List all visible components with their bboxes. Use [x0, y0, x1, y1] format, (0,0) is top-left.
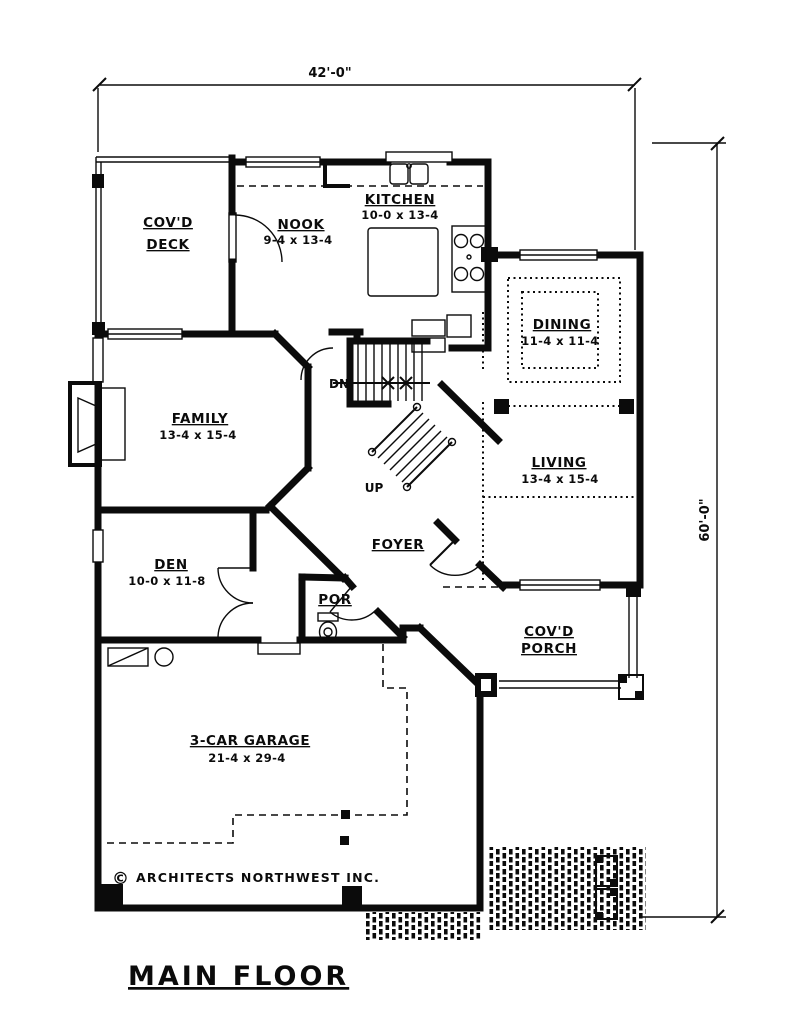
room-label-porch-1: COV'D [524, 624, 574, 640]
range [451, 225, 487, 293]
copyright-symbol: © [112, 869, 129, 889]
room-label-nook: NOOK [277, 217, 324, 233]
room-label-powder: POR [318, 592, 352, 608]
doors [217, 212, 481, 655]
den-door-arc-1 [217, 567, 254, 604]
room-labels: COV'D DECK NOOK 9-4 x 13-4 KITCHEN 10-0 … [128, 192, 598, 765]
room-label-deck-1: COV'D [143, 215, 193, 231]
room-size-family: 13-4 x 15-4 [159, 428, 236, 442]
room-size-living: 13-4 x 15-4 [521, 472, 598, 486]
dimension-width: 42'-0" [308, 66, 351, 81]
dining-tray-ceiling-inner [521, 291, 599, 369]
room-label-deck-2: DECK [146, 237, 189, 253]
garage-details [102, 644, 408, 845]
annotations: © ARCHITECTS NORTHWEST INC. MAIN FLOOR [112, 869, 380, 992]
room-label-kitchen: KITCHEN [365, 192, 436, 208]
room-label-dining: DINING [533, 317, 592, 333]
dimension-height: 60'-0" [698, 498, 713, 541]
deck-door-leaf [228, 212, 237, 263]
faucet-icon [406, 163, 412, 169]
walkway-post [595, 855, 618, 887]
walls [94, 154, 644, 912]
ceiling-break-lines [443, 277, 637, 588]
porch-structure [475, 583, 644, 700]
copyright-text: ARCHITECTS NORTHWEST INC. [136, 870, 380, 885]
dimension-lines: 42'-0" 60'-0" [92, 66, 726, 924]
room-label-foyer: FOYER [372, 537, 425, 553]
pantry-cabinet [411, 319, 446, 337]
room-size-kitchen: 10-0 x 13-4 [361, 208, 438, 222]
fireplace [68, 381, 126, 467]
dining-tray-ceiling-outer [507, 277, 621, 383]
room-size-nook: 9-4 x 13-4 [264, 233, 333, 247]
water-heater [154, 647, 174, 667]
kitchen-island [367, 227, 439, 297]
room-label-living: LIVING [531, 455, 586, 471]
basement-door-arc [300, 347, 334, 381]
deck-door-arc [234, 214, 283, 263]
entry-door-arc [429, 564, 481, 577]
refrigerator [446, 314, 472, 338]
room-label-garage: 3-CAR GARAGE [190, 733, 310, 749]
room-size-den: 10-0 x 11-8 [128, 574, 205, 588]
stairs: DN UP [300, 344, 457, 495]
laundry-tub [107, 647, 149, 667]
kitchen-fixtures [237, 162, 487, 353]
porch-post [626, 583, 641, 597]
room-label-family: FAMILY [172, 411, 228, 427]
page-title: MAIN FLOOR [128, 961, 349, 992]
porch-post [618, 674, 644, 700]
walkway-post [595, 888, 618, 920]
room-size-dining: 11-4 x 11-4 [521, 334, 598, 348]
den-door-arc-2 [217, 602, 254, 639]
toilet [317, 612, 339, 643]
room-label-den: DEN [154, 557, 188, 573]
garage-door-leaf [257, 642, 301, 655]
sink-basin-left [389, 163, 409, 185]
room-size-garage: 21-4 x 29-4 [208, 751, 285, 765]
stairs-down-label: DN [329, 377, 349, 391]
sink-basin-right [409, 163, 429, 185]
brick-steps [366, 847, 646, 940]
windows [92, 151, 601, 591]
room-label-porch-2: PORCH [521, 641, 577, 657]
powder-door-arc [329, 609, 377, 621]
entry-door-leaf [429, 539, 456, 566]
stairs-up-label: UP [365, 481, 384, 495]
